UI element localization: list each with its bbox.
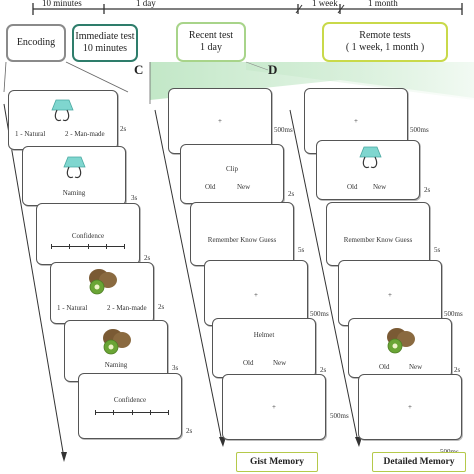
duration: 2s (120, 125, 127, 133)
gist-screen-6: + (222, 374, 326, 440)
naming-label: Naming (62, 189, 86, 197)
fixation-cross: + (388, 291, 392, 299)
confidence-label: Confidence (113, 396, 147, 404)
duration: 2s (144, 254, 151, 262)
option-old: Old (347, 183, 358, 191)
gist-screen-2: Clip Old New (180, 144, 284, 204)
interval-1-month: 1 month (368, 0, 398, 8)
option-natural: 1 - Natural (57, 304, 88, 312)
encoding-screen-3: Confidence (36, 203, 140, 265)
kiwi-icon (103, 329, 131, 355)
duration: 5s (298, 246, 305, 254)
duration: 500ms (330, 412, 349, 420)
fixation-cross: + (254, 291, 258, 299)
panel-label-c: C (134, 62, 144, 77)
fixation-cross: + (354, 117, 358, 125)
duration: 2s (186, 427, 193, 435)
option-new: New (237, 183, 251, 191)
detailed-screen-5: Old New (348, 318, 452, 378)
detailed-screen-3: Remember Know Guess (326, 202, 430, 266)
detailed-memory-label: Detailed Memory (372, 452, 466, 472)
interval-1-week: 1 week (312, 0, 338, 8)
duration: 2s (320, 366, 327, 374)
phase-remote: Remote tests ( 1 week, 1 month ) (322, 22, 448, 62)
encoding-screen-2: Naming (22, 146, 126, 206)
duration: 2s (424, 186, 431, 194)
confidence-scale (51, 244, 125, 249)
option-old: Old (243, 359, 254, 367)
duration: 500ms (274, 126, 293, 134)
option-old: Old (379, 363, 390, 371)
encoding-screen-6: Confidence (78, 373, 182, 439)
gist-memory-label: Gist Memory (236, 452, 318, 472)
gist-screen-5: Helmet Old New (212, 318, 316, 378)
phase-immediate-interval: 10 minutes (82, 43, 128, 54)
phase-recent: Recent test 1 day (176, 22, 246, 62)
option-man-made: 2 - Man-made (107, 304, 147, 312)
timeline (32, 3, 463, 15)
option-new: New (409, 363, 423, 371)
duration: 5s (434, 246, 441, 254)
option-new: New (373, 183, 387, 191)
word-clip: Clip (225, 165, 239, 173)
option-natural: 1 - Natural (15, 130, 46, 138)
panel-label-d: D (268, 62, 278, 77)
phase-remote-interval: ( 1 week, 1 month ) (345, 42, 425, 53)
interval-1-day: 1 day (136, 0, 156, 8)
encoding-screen-5: Naming (64, 320, 168, 382)
fixation-cross: + (408, 403, 412, 411)
gist-screen-3: Remember Know Guess (190, 202, 294, 266)
encoding-screen-1: 1 - Natural 2 - Man-made (8, 90, 118, 150)
phase-encoding: Encoding (6, 24, 66, 62)
encoding-screen-4: 1 - Natural 2 - Man-made (50, 262, 154, 324)
binder-clip-icon (63, 156, 86, 179)
duration: 500ms (310, 310, 329, 318)
binder-clip-icon (359, 146, 382, 169)
option-old: Old (205, 183, 216, 191)
naming-label: Naming (104, 361, 128, 369)
phase-remote-label: Remote tests (359, 30, 411, 41)
duration: 2s (288, 190, 295, 198)
detailed-screen-6: + (358, 374, 462, 440)
duration: 500ms (410, 126, 429, 134)
detailed-screen-2: Old New (316, 140, 420, 200)
phase-encoding-label: Encoding (16, 37, 56, 48)
kiwi-icon (387, 328, 415, 354)
phase-immediate-label: Immediate test (75, 31, 135, 42)
phase-immediate: Immediate test 10 minutes (72, 24, 138, 62)
kiwi-icon (89, 269, 117, 295)
phase-recent-interval: 1 day (200, 42, 222, 53)
duration: 3s (131, 194, 138, 202)
remember-know-guess: Remember Know Guess (207, 236, 277, 244)
detailed-screen-4: + (338, 260, 442, 326)
duration: 500ms (444, 310, 463, 318)
gist-screen-1: + (168, 88, 272, 154)
fixation-cross: + (218, 117, 222, 125)
confidence-scale (95, 410, 169, 415)
remember-know-guess: Remember Know Guess (343, 236, 413, 244)
word-helmet: Helmet (253, 331, 275, 339)
phase-recent-label: Recent test (188, 30, 234, 41)
option-new: New (273, 359, 287, 367)
duration: 2s (158, 303, 165, 311)
option-man-made: 2 - Man-made (65, 130, 105, 138)
duration: 2s (454, 366, 461, 374)
duration: 3s (172, 364, 179, 372)
confidence-label: Confidence (71, 232, 105, 240)
gist-screen-4: + (204, 260, 308, 326)
binder-clip-icon (51, 99, 74, 122)
fixation-cross: + (272, 403, 276, 411)
interval-10-minutes: 10 minutes (42, 0, 82, 8)
